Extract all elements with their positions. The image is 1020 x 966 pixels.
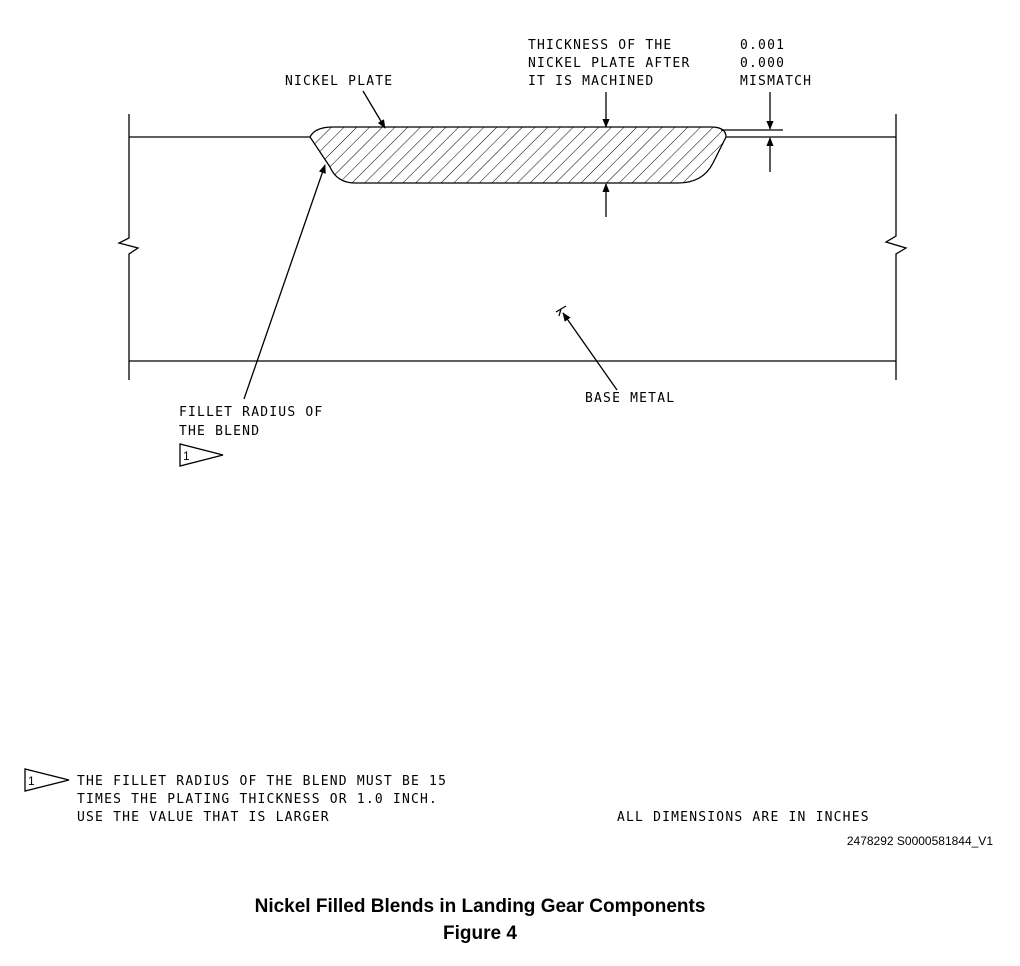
flag-number: 1 [183, 449, 190, 463]
note-line2: TIMES THE PLATING THICKNESS OR 1.0 INCH. [77, 792, 438, 807]
fillet-radius-leader [243, 164, 326, 400]
thickness-label-line1: THICKNESS OF THE [528, 38, 672, 53]
fillet-radius-label-line2: THE BLEND [179, 424, 260, 439]
mismatch-value-upper: 0.001 [740, 38, 785, 53]
right-break-line [884, 114, 908, 380]
nickel-plate-blend [309, 126, 727, 184]
mismatch-label: MISMATCH [740, 74, 812, 89]
flag-note-symbol: 1 [179, 443, 224, 467]
dimensions-note: ALL DIMENSIONS ARE IN INCHES [617, 810, 870, 825]
mismatch-value-lower: 0.000 [740, 56, 785, 71]
figure-number: Figure 4 [443, 923, 517, 944]
base-metal-symbol [555, 305, 567, 317]
thickness-label-line3: IT IS MACHINED [528, 74, 654, 89]
fillet-radius-label-line1: FILLET RADIUS OF [179, 405, 323, 420]
nickel-plate-leader [362, 90, 386, 129]
figure-reference-code: 2478292 S0000581844_V1 [847, 834, 993, 848]
base-metal-leader [562, 312, 618, 391]
nickel-plate-label: NICKEL PLATE [285, 74, 393, 89]
mismatch-dimension [721, 92, 783, 172]
base-metal-label: BASE METAL [585, 391, 675, 406]
figure-title: Nickel Filled Blends in Landing Gear Com… [255, 896, 706, 917]
thickness-label-line2: NICKEL PLATE AFTER [528, 56, 690, 71]
note-flag-number: 1 [28, 774, 35, 788]
note-line3: USE THE VALUE THAT IS LARGER [77, 810, 330, 825]
note-flag-symbol: 1 [24, 768, 70, 792]
left-break-line [117, 114, 140, 380]
note-line1: THE FILLET RADIUS OF THE BLEND MUST BE 1… [77, 774, 447, 789]
